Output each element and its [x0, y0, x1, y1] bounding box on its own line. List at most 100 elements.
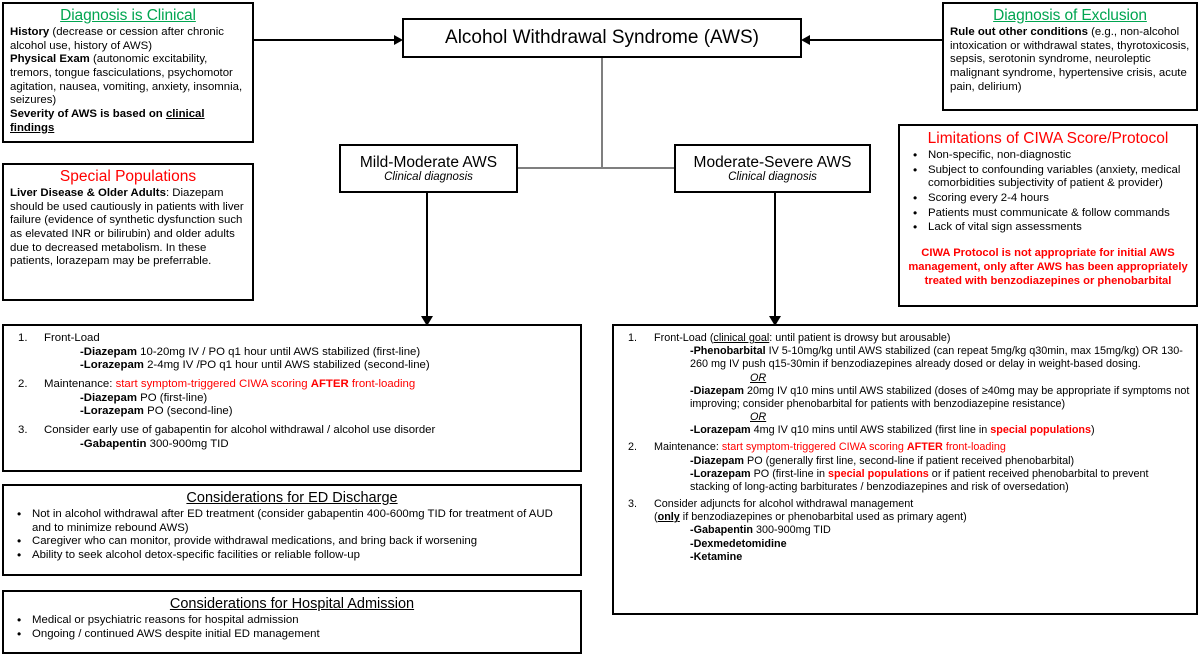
- lorazepam-dose: 2-4mg IV /PO q1 hour until AWS stabilize…: [143, 359, 430, 372]
- ciwa-bullet-4: Lack of vital sign assessments: [928, 221, 1082, 234]
- ketamine-label: -Ketamine: [690, 550, 743, 563]
- rule-out-label: Rule out other conditions: [950, 25, 1088, 38]
- list-item: 3. Consider early use of gabapentin for …: [10, 424, 574, 451]
- mild-item1-sub2: -Lorazepam 2-4mg IV /PO q1 hour until AW…: [44, 359, 574, 373]
- ciwa-bullet-2: Scoring every 2-4 hours: [928, 192, 1049, 205]
- gabapentin-label: -Gabapentin: [80, 437, 147, 450]
- or-label-2: OR: [750, 411, 767, 424]
- mild-treatment-list: 1. Front-Load -Diazepam 10-20mg IV / PO …: [10, 332, 574, 452]
- arrow-severe-down: [769, 316, 781, 326]
- connector-title-down: [601, 58, 603, 168]
- lorazepam-po-severe-a: PO (first-line in: [750, 467, 829, 480]
- diagnosis-of-exclusion-heading: Diagnosis of Exclusion: [993, 7, 1147, 24]
- list-item: 2. Maintenance: start symptom-triggered …: [10, 378, 574, 419]
- mild-item2-sub2: -Lorazepam PO (second-line): [44, 405, 574, 419]
- list-item: Non-specific, non-diagnostic: [906, 148, 1190, 163]
- diazepam-po-label: -Diazepam: [80, 391, 137, 404]
- mild-item2-red-b: front-loading: [348, 378, 416, 391]
- ciwa-limitations-heading: Limitations of CIWA Score/Protocol: [927, 130, 1169, 147]
- gabapentin-severe-dose: 300-900mg TID: [752, 524, 831, 537]
- mild-item1-sub1: -Diazepam 10-20mg IV / PO q1 hour until …: [44, 346, 574, 360]
- mild-item3-sub1: -Gabapentin 300-900mg TID: [44, 438, 574, 452]
- diazepam-iv-dose: 20mg IV q10 mins until AWS stabilized (d…: [690, 384, 1190, 410]
- moderate-severe-subtitle: Clinical diagnosis: [728, 170, 817, 183]
- connector-right-to-title: [810, 39, 942, 41]
- connector-split-bar: [518, 167, 674, 169]
- severe-item2-number: 2.: [628, 441, 638, 454]
- special-populations-text: : Diazepam should be used cautiously in …: [10, 186, 244, 268]
- adjunct-paren-open: (: [654, 511, 658, 524]
- aws-title-box: Alcohol Withdrawal Syndrome (AWS): [402, 18, 802, 58]
- lorazepam-label: -Lorazepam: [80, 359, 144, 372]
- list-item: Scoring every 2-4 hours: [906, 191, 1190, 206]
- list-item: Ongoing / continued AWS despite initial …: [10, 627, 574, 642]
- arrow-right-to-title: [801, 35, 810, 45]
- special-populations-box: Special Populations Liver Disease & Olde…: [2, 163, 254, 301]
- mild-item2-after: AFTER: [310, 378, 349, 391]
- severe-item1-pre: Front-Load (: [654, 332, 714, 344]
- clinical-goal-underline: clinical goal: [713, 332, 770, 344]
- list-item: Medical or psychiatric reasons for hospi…: [10, 613, 574, 628]
- only-underline: only: [657, 511, 680, 524]
- gabapentin-severe-label: -Gabapentin: [690, 524, 753, 537]
- lorazepam-iv-dose-a: 4mg IV q10 mins until AWS stabilized (fi…: [750, 424, 991, 437]
- diagnosis-is-clinical-box: Diagnosis is Clinical History (decrease …: [2, 2, 254, 143]
- ed-discharge-heading: Considerations for ED Discharge: [186, 490, 398, 506]
- diagnosis-of-exclusion-body: Rule out other conditions (e.g., non-alc…: [950, 26, 1190, 94]
- clinical-findings-underline: clinical findings: [10, 108, 205, 134]
- moderate-severe-aws-box: Moderate-Severe AWS Clinical diagnosis: [674, 144, 871, 193]
- severity-label: Severity of AWS is based on: [10, 108, 166, 121]
- history-text: (decrease or cession after chronic alcoh…: [10, 25, 224, 52]
- list-item: Patients must communicate & follow comma…: [906, 206, 1190, 221]
- diazepam-dose: 10-20mg IV / PO q1 hour until AWS stabil…: [136, 345, 421, 358]
- mild-moderate-title: Mild-Moderate AWS: [359, 153, 498, 171]
- diagnosis-of-exclusion-box: Diagnosis of Exclusion Rule out other co…: [942, 2, 1198, 111]
- mild-item3-text: Consider early use of gabapentin for alc…: [44, 424, 436, 437]
- gabapentin-dose: 300-900mg TID: [146, 437, 229, 450]
- admission-bullet-1: Ongoing / continued AWS despite initial …: [32, 627, 320, 640]
- special-populations-ref-2: special populations: [828, 467, 929, 480]
- list-item: 1. Front-Load (clinical goal: until pati…: [620, 332, 1190, 437]
- diazepam-po-severe-label: -Diazepam: [690, 454, 745, 467]
- severe-item2-after: AFTER: [906, 441, 943, 454]
- mild-moderate-treatment-box: 1. Front-Load -Diazepam 10-20mg IV / PO …: [2, 324, 582, 472]
- list-item: 1. Front-Load -Diazepam 10-20mg IV / PO …: [10, 332, 574, 373]
- mild-item3-number: 3.: [18, 424, 28, 437]
- severe-item3-line2: (only if benzodiazepines or phenobarbita…: [654, 511, 1190, 524]
- arrow-left-to-title: [394, 35, 403, 45]
- moderate-severe-title: Moderate-Severe AWS: [693, 153, 852, 171]
- severe-item2-red-a: start symptom-triggered CIWA scoring: [721, 441, 907, 454]
- special-populations-heading: Special Populations: [59, 168, 197, 185]
- mild-item2-number: 2.: [18, 378, 28, 391]
- list-item: Lack of vital sign assessments: [906, 220, 1190, 235]
- physical-exam-text: (autonomic excitability, tremors, tongue…: [10, 53, 243, 107]
- mild-item2-prefix: Maintenance:: [44, 378, 116, 391]
- severe-item3-sub3: -Ketamine: [654, 551, 1190, 564]
- severe-treatment-box: 1. Front-Load (clinical goal: until pati…: [612, 324, 1198, 615]
- connector-left-to-title: [254, 39, 396, 41]
- diazepam-iv-label: -Diazepam: [690, 384, 745, 397]
- ciwa-limitations-list: Non-specific, non-diagnostic Subject to …: [906, 148, 1190, 235]
- ed-bullet-2: Ability to seek alcohol detox-specific f…: [32, 548, 360, 561]
- ciwa-protocol-note: CIWA Protocol is not appropriate for ini…: [908, 247, 1188, 288]
- special-populations-body: Liver Disease & Older Adults: Diazepam s…: [10, 187, 246, 269]
- mild-moderate-subtitle: Clinical diagnosis: [384, 170, 473, 183]
- severe-item2-prefix: Maintenance:: [654, 441, 722, 454]
- list-item: Ability to seek alcohol detox-specific f…: [10, 548, 574, 563]
- list-item: Caregiver who can monitor, provide withd…: [10, 534, 574, 549]
- connector-severe-down: [774, 193, 776, 319]
- severe-item3-text: Consider adjuncts for alcohol withdrawal…: [654, 498, 914, 511]
- mild-item1-number: 1.: [18, 332, 28, 344]
- severe-item2-sub1: -Diazepam PO (generally first line, seco…: [654, 455, 1190, 468]
- mild-moderate-aws-box: Mild-Moderate AWS Clinical diagnosis: [339, 144, 518, 193]
- diazepam-label: -Diazepam: [80, 345, 137, 358]
- lorazepam-iv-dose-b: ): [1091, 424, 1095, 437]
- history-label: History: [10, 25, 50, 38]
- diazepam-po-detail: PO (first-line): [136, 391, 208, 404]
- liver-disease-label: Liver Disease & Older Adults: [10, 186, 166, 199]
- diagnosis-is-clinical-body: History (decrease or cession after chron…: [10, 26, 246, 136]
- dexmedetomidine-label: -Dexmedetomidine: [690, 537, 787, 550]
- severe-treatment-list: 1. Front-Load (clinical goal: until pati…: [620, 332, 1190, 564]
- page-title: Alcohol Withdrawal Syndrome (AWS): [445, 26, 759, 48]
- diagnosis-is-clinical-heading: Diagnosis is Clinical: [60, 7, 196, 24]
